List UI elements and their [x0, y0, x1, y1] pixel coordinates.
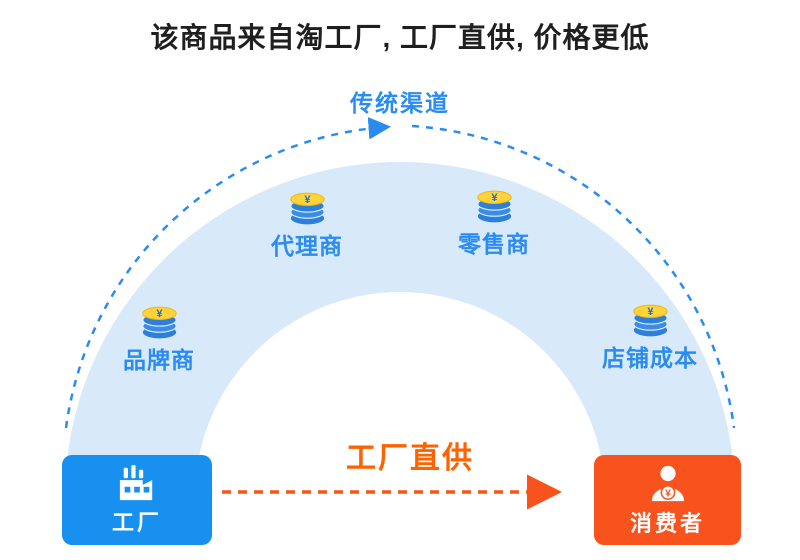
yen-glyph: ¥	[491, 192, 498, 204]
factory-label: 工厂	[111, 509, 162, 535]
channel-node-brand: ¥ 品牌商	[123, 300, 195, 375]
yen-glyph: ¥	[156, 308, 163, 320]
traditional-channel-arc-left	[64, 117, 391, 429]
coin-stack-icon: ¥	[476, 190, 512, 223]
channel-node-agent: ¥ 代理商	[271, 186, 343, 261]
traditional-channel-arc-right	[411, 124, 736, 429]
coin-stack-icon: ¥	[289, 192, 325, 225]
traditional-channel-label: 传统渠道	[350, 90, 450, 116]
channel-node-label: 零售商	[458, 231, 530, 257]
factory-icon	[119, 464, 153, 500]
factory-box: 工厂	[62, 455, 212, 545]
consumer-box: ¥ 消费者	[594, 455, 741, 545]
yen-glyph: ¥	[647, 306, 654, 318]
coin-stack-icon: ¥	[632, 304, 668, 337]
person-icon: ¥	[651, 465, 684, 501]
consumer-label: 消费者	[629, 510, 705, 536]
direct-supply-label: 工厂直供	[346, 442, 474, 475]
yen-glyph: ¥	[665, 488, 671, 499]
channel-node-label: 品牌商	[123, 347, 195, 373]
channel-node-retailer: ¥ 零售商	[458, 184, 530, 259]
coin-stack-icon: ¥	[141, 306, 177, 339]
yen-glyph: ¥	[304, 194, 311, 206]
channel-node-label: 店铺成本	[602, 345, 698, 371]
channel-node-store-cost: ¥ 店铺成本	[602, 298, 698, 373]
page-title: 该商品来自淘工厂, 工厂直供, 价格更低	[150, 22, 650, 53]
channel-node-label: 代理商	[271, 233, 343, 259]
half-donut-shape	[65, 162, 735, 497]
